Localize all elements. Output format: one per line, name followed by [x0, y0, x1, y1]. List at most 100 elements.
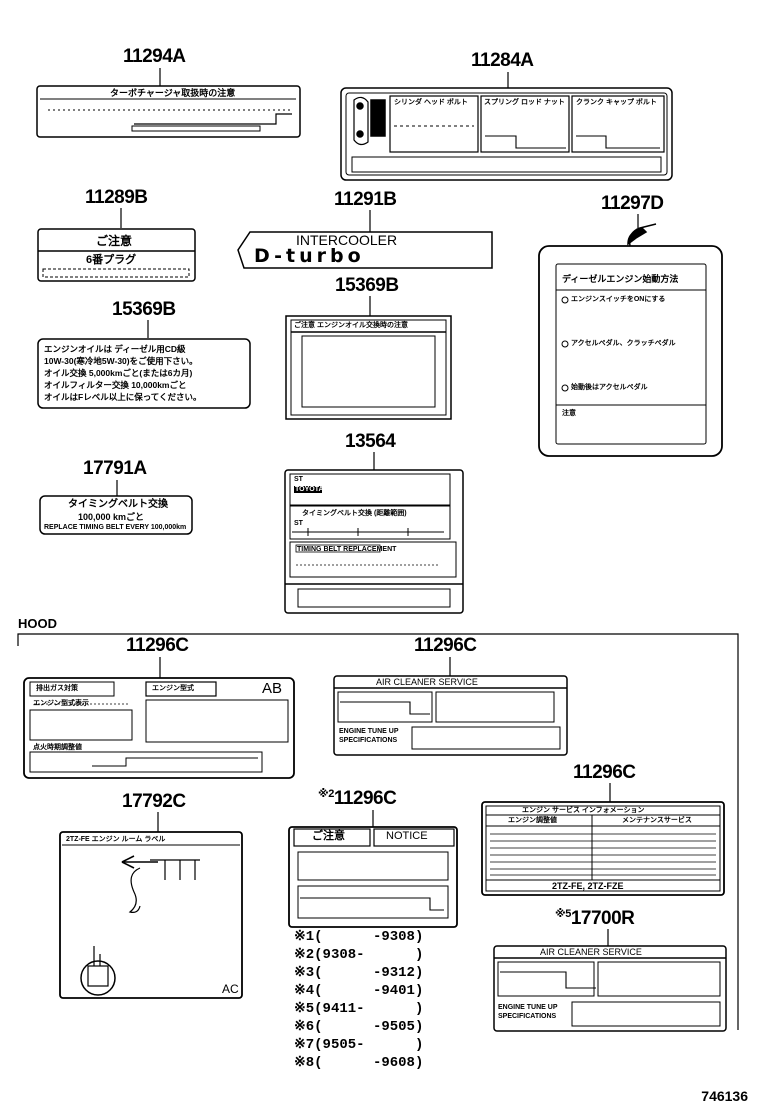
label-11296c-1-head-1: 排出ガス対策: [36, 685, 78, 692]
label-11296c-3: [481, 801, 725, 896]
label-15369b-center: [285, 315, 452, 420]
label-11296c-3-footer: 2TZ-FE, 2TZ-FZE: [552, 881, 624, 891]
label-11296c-3-col-1: エンジン調整値: [508, 817, 557, 824]
part-number-11296c-2: 11296C: [414, 635, 477, 656]
footnote-item: ※5(9411- ): [294, 1002, 423, 1016]
label-11296c-2-spec: ENGINE TUNE UP SPECIFICATIONS: [339, 728, 399, 744]
footnote-item: ※1( -9308): [294, 930, 423, 944]
label-11291b: [237, 231, 493, 269]
footnote-item: ※6( -9505): [294, 1020, 423, 1034]
label-17791a-line-1: タイミングベルト交換: [68, 499, 168, 510]
label-17792c: [59, 831, 243, 999]
label-17791a-line-3: REPLACE TIMING BELT EVERY 100,000km: [44, 524, 187, 531]
label-13564-box-3: TIMING BELT REPLACEMENT: [297, 546, 397, 553]
label-11284a-col-2: スプリング ロッド ナット: [484, 99, 565, 106]
label-17700r-spec: ENGINE TUNE UP SPECIFICATIONS: [498, 1004, 558, 1020]
part-number-11296c-4: ※211296C: [318, 788, 397, 809]
label-15369b-left: [37, 338, 251, 409]
label-11296c-3-col-2: メンテナンスサービス: [622, 817, 692, 824]
footnote-range: (9505- ): [314, 1037, 424, 1053]
text-line: オイルはFレベル以上に保ってください。: [44, 392, 202, 402]
label-11297d-step-3: 始動後はアクセルペダル: [571, 384, 648, 391]
label-11296c-1: [23, 677, 295, 779]
footnote-mark: ※5: [294, 1001, 315, 1017]
part-number-17792c: 17792C: [122, 791, 186, 812]
footnote-range: ( -9608): [314, 1055, 424, 1071]
text-line: 10W-30(寒冷地5W-30)をご使用下さい。: [44, 356, 198, 366]
part-number-11296c-1: 11296C: [126, 635, 189, 656]
part-number-text: 17700R: [570, 908, 635, 929]
text-line: エンジンオイルは ディーゼル用CD級: [44, 344, 186, 354]
footnote-range: (9411- ): [314, 1001, 424, 1017]
label-11296c-4-head-2: NOTICE: [386, 830, 428, 842]
footnote-mark: ※2: [294, 947, 315, 963]
label-11289b-line-2: 6番プラグ: [86, 254, 137, 266]
footnote-item: ※3( -9312): [294, 966, 423, 980]
part-number-11284a: 11284A: [471, 50, 534, 71]
label-11296c-1-code: AB: [262, 680, 283, 697]
part-number-17791a: 17791A: [83, 458, 147, 479]
reference-number: 746136: [701, 1088, 748, 1104]
label-17700r: [493, 945, 727, 1032]
label-17792c-code: AC: [222, 982, 239, 996]
text-line: オイル交換 5,000kmごと(または6カ月): [44, 368, 193, 378]
label-11296c-1-head-2: エンジン型式: [152, 685, 194, 692]
label-11296c-2: [333, 675, 568, 756]
label-11297d-warning: 注意: [562, 410, 576, 417]
label-17791a: [39, 495, 193, 535]
footnote-item: ※4( -9401): [294, 984, 423, 998]
label-11291b-line-2: D-turbo: [254, 245, 365, 267]
footnote-mark: ※8: [294, 1055, 315, 1071]
label-11291b-line-1: INTERCOOLER: [296, 232, 398, 248]
part-number-13564: 13564: [345, 431, 396, 452]
footnote-range: ( -9401): [314, 983, 424, 999]
footnote-range: (9308- ): [314, 947, 424, 963]
hood-bracket: [17, 633, 739, 1030]
footnote-item: ※8( -9608): [294, 1056, 423, 1070]
label-11296c-1-field-1: エンジン型式表示: [33, 700, 89, 707]
label-13564-row-2: ST: [294, 520, 303, 527]
label-11297d-step-1: エンジンスイッチをONにする: [571, 296, 666, 303]
label-11296c-4-head-1: ご注意: [312, 830, 345, 842]
label-11289b-line-1: ご注意: [96, 234, 133, 248]
label-11294a-header: ターボチャージャ取扱時の注意: [110, 88, 236, 98]
label-11289b: [37, 228, 196, 282]
label-11297d-title: ディーゼルエンジン始動方法: [562, 274, 679, 284]
label-11297d: [538, 223, 723, 457]
footnote-mark: ※2: [318, 788, 334, 800]
label-17791a-line-2: 100,000 kmごと: [78, 512, 145, 522]
label-11296c-1-field-2: 点火時期調整値: [33, 744, 82, 751]
part-number-17700r: ※517700R: [555, 908, 635, 929]
label-11284a: [340, 87, 673, 181]
part-number-15369b-left: 15369B: [112, 299, 176, 320]
footnote-mark: ※1: [294, 929, 315, 945]
part-number-11294a: 11294A: [123, 46, 186, 67]
footnote-mark: ※7: [294, 1037, 315, 1053]
footnote-range: ( -9505): [314, 1019, 424, 1035]
label-17700r-title: AIR CLEANER SERVICE: [540, 947, 642, 957]
footnote-mark: ※4: [294, 983, 315, 999]
label-13564-box-1: ST: [294, 476, 303, 483]
label-11296c-3-title: エンジン サービス インフォメーション: [522, 807, 645, 814]
part-number-11297d: 11297D: [601, 193, 664, 214]
label-13564-row: タイミングベルト交換 (距離範囲): [302, 510, 407, 517]
label-11284a-col-1: シリンダ ヘッド ボルト: [394, 99, 468, 106]
label-11294a: [36, 85, 301, 138]
part-number-11296c-3: 11296C: [573, 762, 636, 783]
footnote-range: ( -9312): [314, 965, 424, 981]
label-15369b-left-text: エンジンオイルは ディーゼル用CD級 10W-30(寒冷地5W-30)をご使用下…: [44, 343, 202, 403]
label-13564-box-1b: TOYOTA: [295, 486, 324, 493]
label-15369b-center-header: ご注意 エンジンオイル交換時の注意: [294, 322, 408, 329]
label-11284a-col-3: クランク キャップ ボルト: [576, 99, 657, 106]
footnote-mark: ※3: [294, 965, 315, 981]
footnote-range: ( -9308): [314, 929, 424, 945]
label-11296c-4: [288, 826, 458, 928]
section-label-hood: HOOD: [18, 616, 57, 631]
part-number-11291b: 11291B: [334, 189, 397, 210]
footnote-mark: ※6: [294, 1019, 315, 1035]
part-number-text: 11296C: [333, 788, 397, 809]
footnote-item: ※7(9505- ): [294, 1038, 423, 1052]
footnote-item: ※2(9308- ): [294, 948, 423, 962]
part-number-11289b: 11289B: [85, 187, 148, 208]
